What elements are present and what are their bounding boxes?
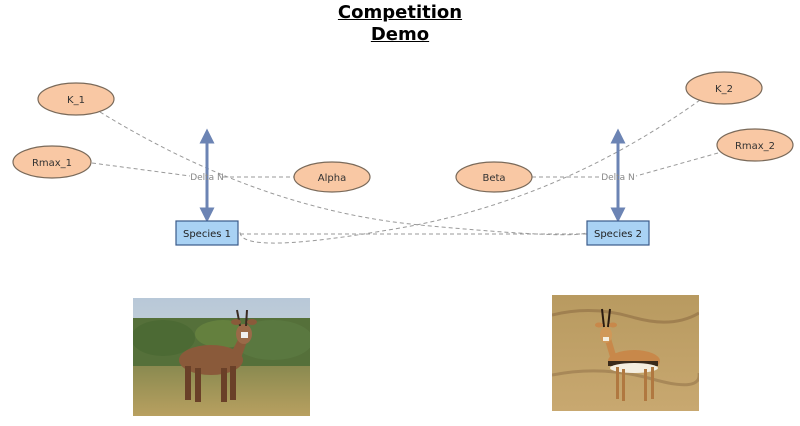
page-title: Competition Demo: [0, 2, 800, 46]
node-rmax1-label: Rmax_1: [32, 158, 72, 169]
flow2-label: Delta N: [601, 173, 635, 183]
stock-species2-label: Species 2: [594, 229, 642, 240]
node-k1-label: K_1: [67, 95, 85, 106]
thomsons-gazelle-photo: [552, 295, 699, 411]
stock-species1[interactable]: Species 1: [175, 220, 239, 246]
stock-species1-label: Species 1: [183, 229, 231, 240]
node-k2-label: K_2: [715, 84, 733, 95]
node-alpha-label: Alpha: [318, 173, 346, 184]
stock-species2[interactable]: Species 2: [586, 220, 650, 246]
node-k2[interactable]: K_2: [685, 71, 763, 105]
link-k1-species2: [99, 111, 589, 236]
node-rmax2[interactable]: Rmax_2: [716, 128, 794, 162]
node-beta-label: Beta: [482, 173, 505, 184]
title-line-2: Demo: [370, 24, 430, 45]
node-beta[interactable]: Beta: [455, 161, 533, 193]
node-rmax1[interactable]: Rmax_1: [12, 145, 92, 179]
node-alpha[interactable]: Alpha: [293, 161, 371, 193]
flow1-label: Delta N: [190, 173, 224, 183]
roan-antelope-image: [133, 298, 310, 416]
link-rmax1-flow1: [91, 162, 191, 177]
link-rmax2-flow2: [635, 152, 719, 177]
roan-antelope-photo: [133, 298, 310, 416]
node-k1[interactable]: K_1: [37, 82, 115, 116]
thomsons-gazelle-image: [552, 295, 699, 411]
title-line-1: Competition: [337, 2, 463, 23]
node-rmax2-label: Rmax_2: [735, 141, 775, 152]
flow-arrows: [199, 128, 626, 223]
